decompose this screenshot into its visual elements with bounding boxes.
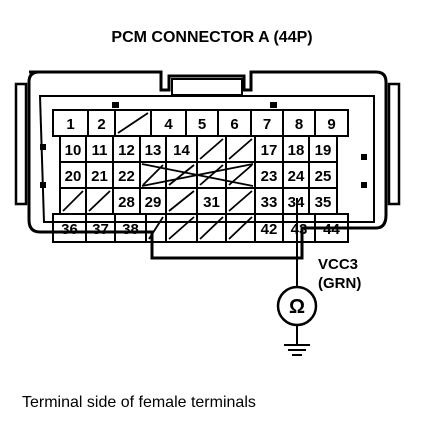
terminal-44: [314, 213, 349, 243]
terminal-label: 21: [91, 168, 108, 185]
terminal-label: 7: [263, 116, 271, 133]
terminal-label: 19: [315, 142, 332, 159]
blank-slash: [199, 216, 224, 240]
terminal-label: 22: [118, 168, 135, 185]
blank-slash: [228, 216, 253, 240]
terminal-label: 5: [198, 116, 206, 133]
blank-slash: [168, 164, 195, 186]
blank-slash: [199, 164, 224, 186]
connector-shell: [14, 70, 401, 260]
terminal-label: 8: [295, 116, 303, 133]
terminal-label: 31: [203, 194, 220, 211]
blank-slash: [117, 112, 149, 134]
terminal-label: 29: [145, 194, 162, 211]
terminal-label: 33: [261, 194, 278, 211]
diagram-caption: Terminal side of female terminals: [22, 394, 256, 411]
terminal-label: 12: [118, 142, 135, 159]
terminal-label: 10: [65, 142, 82, 159]
terminal-label: 6: [230, 116, 238, 133]
terminal-label: 25: [315, 168, 332, 185]
blank-slash: [168, 190, 195, 212]
ohmmeter-icon: Ω: [289, 296, 305, 318]
terminal-label: 18: [288, 142, 305, 159]
terminal-label: 42: [261, 221, 278, 238]
blank-slash: [228, 138, 253, 160]
terminal-label: 14: [173, 142, 190, 159]
terminal-label: 44: [323, 221, 340, 238]
terminal-label: 4: [164, 116, 173, 133]
blank-slash: [199, 138, 224, 160]
terminal-label: 20: [65, 168, 82, 185]
terminal-label: 36: [61, 221, 78, 238]
diagram-title: PCM CONNECTOR A (44P): [111, 29, 312, 46]
terminal-label: 1: [66, 116, 74, 133]
terminal-label: 24: [288, 168, 305, 185]
terminal-label: 2: [97, 116, 105, 133]
blank-slash: [228, 190, 253, 212]
terminal-label: 9: [327, 116, 335, 133]
blank-slash: [88, 190, 111, 212]
terminal-label: 11: [92, 142, 108, 159]
terminal-label: 23: [261, 168, 278, 185]
terminal-label: 28: [118, 194, 135, 211]
blank-slash: [168, 216, 195, 240]
terminal-label: 38: [122, 221, 139, 238]
cross-mark: [141, 163, 254, 187]
signal-label: VCC3: [318, 256, 358, 273]
wire-color-label: (GRN): [318, 275, 361, 292]
terminal-label: 43: [291, 221, 308, 238]
terminal-label: 17: [261, 142, 278, 159]
blank-slash: [148, 216, 164, 240]
terminal-label: 13: [145, 142, 162, 159]
terminal-label: 35: [315, 194, 332, 211]
blank-slash: [62, 190, 84, 212]
probe-circuit: [276, 198, 318, 356]
terminal-label: 37: [92, 221, 109, 238]
key-marks: [40, 102, 367, 188]
